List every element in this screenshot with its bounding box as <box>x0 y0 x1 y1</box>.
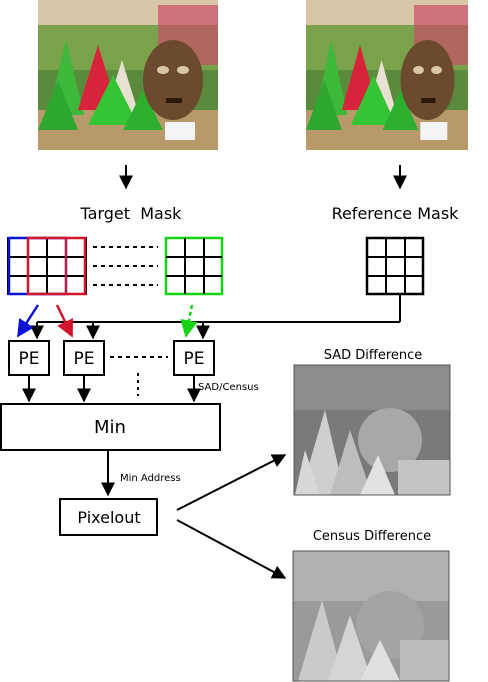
sad-census-label: SAD/Census <box>198 382 259 393</box>
target-mask-label: Target Mask <box>80 204 183 223</box>
pe-box: PE <box>63 340 105 376</box>
mask-ellipsis <box>93 246 158 286</box>
red-window <box>26 236 87 296</box>
to-sad-arrow <box>176 454 287 511</box>
reference-scene-image <box>306 0 468 150</box>
sad-difference-image <box>293 364 451 496</box>
target-mask-grid <box>7 236 87 296</box>
pixelout-block: Pixelout <box>59 498 158 536</box>
min-label: Min <box>94 417 126 438</box>
reference-bus <box>30 294 401 340</box>
census-difference-image <box>292 550 450 682</box>
pe-label: PE <box>19 349 40 369</box>
pe-box: PE <box>173 340 215 376</box>
sad-difference-title: SAD Difference <box>324 348 423 363</box>
pixelout-label: Pixelout <box>77 508 140 527</box>
red-window-arrow <box>55 304 74 338</box>
pe-to-min-arrows <box>22 375 201 403</box>
pe-box: PE <box>8 340 50 376</box>
to-census-arrow <box>176 519 287 579</box>
green-window-arrow <box>180 304 198 338</box>
reference-mask-grid <box>365 236 425 296</box>
min-address-label: Min Address <box>120 473 181 484</box>
blue-window-arrow <box>16 304 40 338</box>
target-scene-image <box>38 0 218 150</box>
min-block: Min <box>0 403 221 451</box>
green-window <box>164 236 224 296</box>
census-difference-title: Census Difference <box>313 529 431 544</box>
pe-label: PE <box>74 349 95 369</box>
pe-label: PE <box>184 349 205 369</box>
reference-mask-label: Reference Mask <box>332 204 460 223</box>
